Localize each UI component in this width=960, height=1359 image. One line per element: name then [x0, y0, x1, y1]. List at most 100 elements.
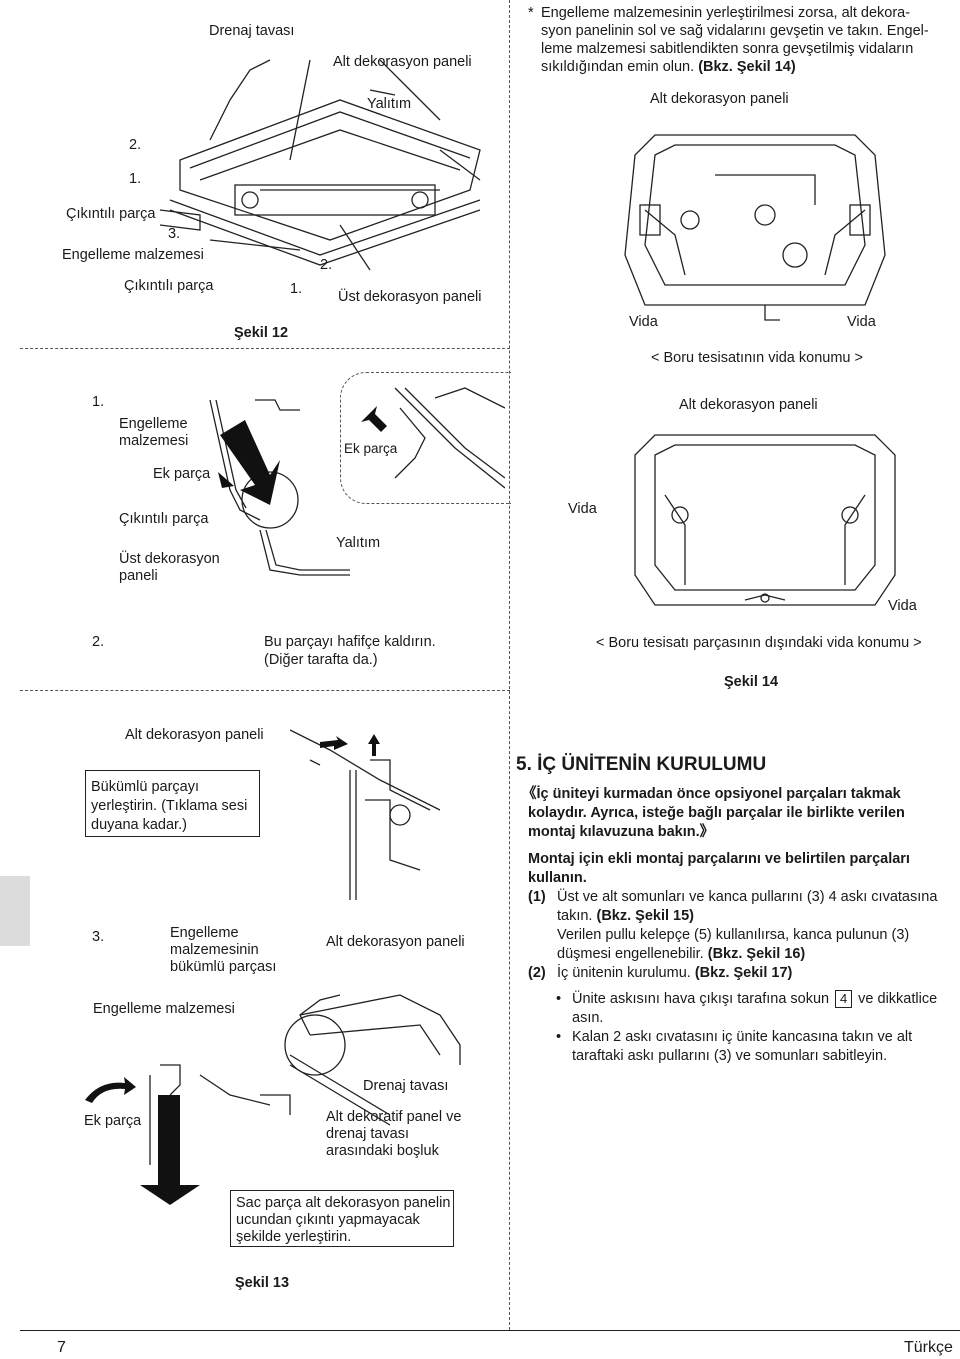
- part-number-box: 4: [835, 990, 853, 1008]
- step3-sheet-note-1: Sac parça alt dekorasyon panelin: [236, 1195, 451, 1211]
- step1-upper-panel-label: Üst dekorasyon: [119, 551, 220, 567]
- fig14-top-panel-label: Alt dekorasyon paneli: [650, 91, 789, 107]
- right-note-line-3: leme malzemesi sabitlendikten sonra gevş…: [541, 41, 914, 57]
- fig12-upper-panel-label: Üst dekorasyon paneli: [338, 289, 482, 305]
- side-tab: [0, 876, 30, 946]
- fig12-protrusion2-label: Çıkıntılı parça: [124, 278, 214, 294]
- bullet-dot-2: •: [556, 1029, 562, 1045]
- step1-inset-drawing: [345, 378, 505, 498]
- bullet-1-line-1: Ünite askısını hava çıkışı tarafına soku…: [572, 990, 938, 1008]
- section5-ref-fig17: (Bkz. Şekil 17): [694, 965, 793, 981]
- fig12-lower-panel-label: Alt dekorasyon paneli: [333, 54, 472, 70]
- fig14-bottom-caption: < Boru tesisatı parçasının dışındaki vid…: [596, 635, 922, 651]
- right-note-star: *: [528, 5, 534, 21]
- fig12-step1-label: 1.: [129, 171, 142, 187]
- step3-bent-label-1: Engelleme: [170, 925, 239, 941]
- step3-sheet-note-2: ucundan çıkıntı yapmayacak: [236, 1212, 420, 1228]
- step1-inset-frame: [340, 372, 511, 504]
- step3-gap-label-1: Alt dekoratif panel ve: [326, 1109, 462, 1125]
- section-divider-step2: [20, 690, 510, 691]
- step3-gap-label-2: drenaj tavası: [326, 1126, 410, 1142]
- fig14-vida-b1-label: Vida: [568, 501, 597, 517]
- section5-ref-fig16: (Bkz. Şekil 16): [707, 946, 806, 962]
- step3-gap-label-3: arasındaki boşluk: [326, 1143, 439, 1159]
- section5-ref-fig15: (Bkz. Şekil 15): [596, 908, 695, 924]
- footer-rule: [20, 1330, 960, 1331]
- fig12-step3-label: 3.: [168, 226, 181, 242]
- column-divider: [509, 0, 510, 1330]
- step1-number: 1.: [92, 394, 105, 410]
- step1-blocking-label: Engelleme: [119, 416, 188, 432]
- step2-lift-text-2: (Diğer tarafta da.): [264, 652, 378, 668]
- section5-step1-line-1: Üst ve alt somunları ve kanca pullarını …: [557, 889, 938, 905]
- section5-mount-note-2: kullanın.: [528, 870, 587, 886]
- section5-step1-line-4: düşmesi engellenebilir. (Bkz. Şekil 16): [557, 946, 806, 962]
- section5-step1-number: (1): [528, 889, 546, 905]
- step1-upper-panel-label-2: paneli: [119, 568, 158, 584]
- bullet-2-line-1: Kalan 2 askı cıvatasını iç ünite kancası…: [572, 1029, 913, 1045]
- figure-12-drawing: [140, 40, 500, 290]
- bullet-2-line-2: taraftaki askı pullarını (3) ve somunlar…: [572, 1048, 888, 1064]
- step3-lower-panel-label: Alt dekorasyon paneli: [326, 934, 465, 950]
- fig14-vida-left-label: Vida: [629, 314, 658, 330]
- step2-insert-note-2: yerleştirin. (Tıklama sesi: [91, 798, 248, 814]
- step1-insulation-label: Yalıtım: [336, 535, 381, 551]
- fig12-protrusion-label: Çıkıntılı parça: [66, 206, 156, 222]
- step2-insert-note-box: [85, 770, 260, 837]
- fig12-step2-label: 2.: [129, 137, 142, 153]
- step2-number: 2.: [92, 634, 105, 650]
- section5-step2-line: İç ünitenin kurulumu. (Bkz. Şekil 17): [557, 965, 793, 981]
- section5-bracket-note-2: kolaydır. Ayrıca, isteğe bağlı parçalar …: [528, 805, 905, 821]
- right-note-line-1: Engelleme malzemesinin yerleştirilmesi z…: [541, 5, 911, 21]
- bullet-1-line-2: asın.: [572, 1010, 604, 1026]
- step2-insert-note-3: duyana kadar.): [91, 817, 187, 833]
- step3-bent-label-3: bükümlü parçası: [170, 959, 277, 975]
- section5-mount-note-1: Montaj için ekli montaj parçalarını ve b…: [528, 851, 910, 867]
- fig14-bottom-panel-label: Alt dekorasyon paneli: [679, 397, 818, 413]
- section-divider-fig12: [20, 348, 510, 349]
- right-note-line-2: syon panelinin sol ve sağ vidalarını gev…: [541, 23, 929, 39]
- figure-12-caption: Şekil 12: [234, 325, 289, 341]
- fig14-vida-right-label: Vida: [847, 314, 876, 330]
- step3-drain-pan-label: Drenaj tavası: [363, 1078, 449, 1094]
- figure-14-bottom-drawing: [625, 415, 905, 615]
- step3-sheet-note-box: [230, 1190, 454, 1247]
- step3-number: 3.: [92, 929, 105, 945]
- fig14-vida-b2-label: Vida: [888, 598, 917, 614]
- fig12-insulation-label: Yalıtım: [367, 96, 412, 112]
- step1-ek-parca-label: Ek parça: [153, 466, 211, 482]
- step3-arrow-icon: [80, 1075, 140, 1105]
- step1-protrusion-label: Çıkıntılı parça: [119, 511, 209, 527]
- section5-step1-line-3: Verilen pullu kelepçe (5) kullanılırsa, …: [557, 927, 910, 943]
- step2-drawing: [290, 720, 440, 900]
- fig14-top-caption: < Boru tesisatının vida konumu >: [651, 350, 863, 366]
- figure-14-top-drawing: [615, 115, 895, 325]
- figure-14-caption: Şekil 14: [724, 674, 779, 690]
- fig12-step2b-label: 2.: [320, 257, 333, 273]
- right-note-line-4: sıkıldığından emin olun. (Bkz. Şekil 14): [541, 59, 796, 75]
- right-note-ref: (Bkz. Şekil 14): [698, 59, 796, 75]
- section5-step1-line-2: takın. (Bkz. Şekil 15): [557, 908, 695, 924]
- fig12-drain-pan-label: Drenaj tavası: [209, 23, 295, 39]
- step2-insert-note-1: Bükümlü parçayı: [91, 779, 199, 795]
- step3-ek-parca-label: Ek parça: [84, 1113, 142, 1129]
- section5-bracket-note-3: montaj kılavuzuna bakın.》: [528, 824, 715, 840]
- fig12-step1b-label: 1.: [290, 281, 303, 297]
- step2-lift-text: Bu parçayı hafifçe kaldırın.: [264, 634, 436, 650]
- step3-sheet-note-3: şekilde yerleştirin.: [236, 1229, 352, 1245]
- step1-inset-ek-parca-label: Ek parça: [344, 441, 398, 456]
- step2-lower-panel-label: Alt dekorasyon paneli: [125, 727, 264, 743]
- figure-13-caption: Şekil 13: [235, 1275, 290, 1291]
- step3-blocking-label: Engelleme malzemesi: [93, 1001, 235, 1017]
- section5-bracket-note-1: 《İç üniteyi kurmadan önce opsiyonel parç…: [522, 786, 901, 802]
- fig12-blocking-label: Engelleme malzemesi: [62, 247, 204, 263]
- page-number: 7: [57, 1339, 66, 1356]
- bullet-dot-1: •: [556, 991, 562, 1007]
- step1-blocking-label-2: malzemesi: [119, 433, 189, 449]
- step1-drawing: [200, 390, 370, 590]
- step3-bent-label-2: malzemesinin: [170, 942, 259, 958]
- step3-drawing: [140, 985, 470, 1205]
- section-5-title: 5. İÇ ÜNİTENİN KURULUMU: [516, 754, 767, 775]
- footer-language: Türkçe: [904, 1339, 953, 1356]
- section5-step2-number: (2): [528, 965, 546, 981]
